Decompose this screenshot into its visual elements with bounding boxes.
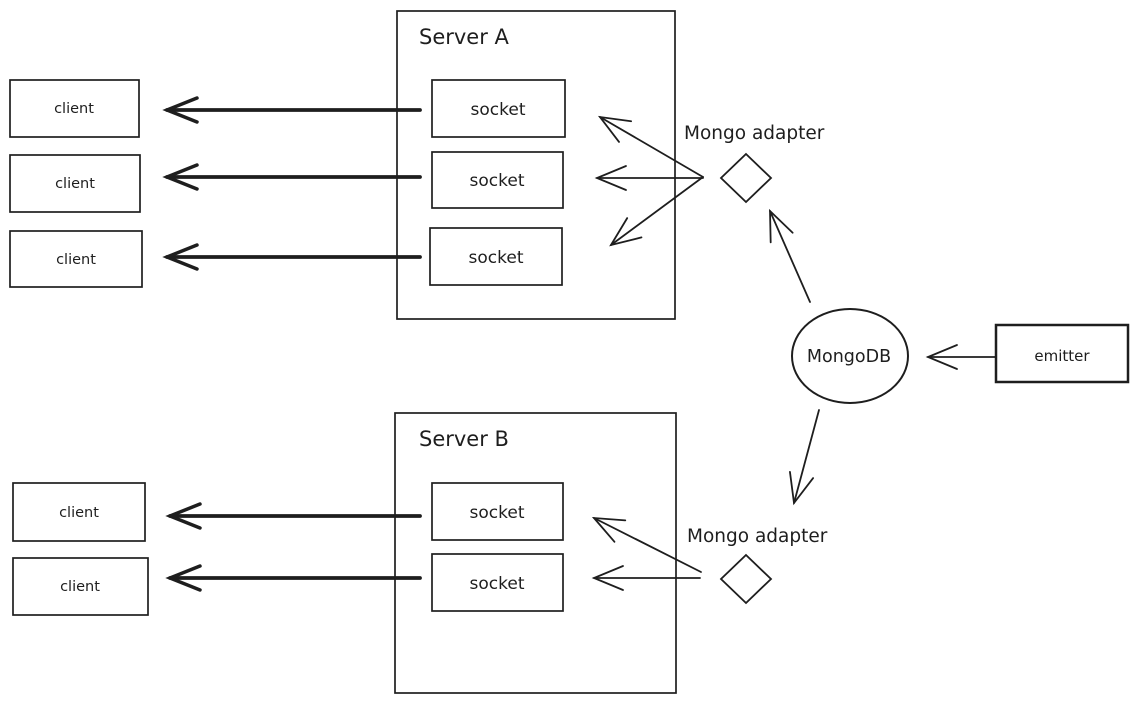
socket-a1-label: socket — [471, 100, 526, 120]
socket-a3-label: socket — [469, 248, 524, 268]
adapter-top-diamond-icon — [719, 152, 773, 204]
server-b-box — [394, 412, 677, 694]
adapter-top-label: Mongo adapter — [684, 123, 825, 144]
adapter-bottom-diamond-icon — [719, 553, 773, 605]
emitter-box — [994, 323, 1130, 384]
mongodb-ellipse — [791, 308, 909, 404]
server-a-group: Server A socket socket socket — [396, 10, 676, 320]
arrow-mongodb-to-adapter-top — [769, 208, 811, 303]
arrow-adapter-top-to-socket-a1 — [597, 115, 704, 178]
client-1-box — [9, 79, 140, 138]
server-b-label: Server B — [419, 427, 509, 451]
socket-b2-box — [431, 553, 564, 612]
client-3-label: client — [56, 252, 96, 268]
arrow-mongodb-to-adapter-bottom — [789, 409, 820, 506]
arrow-adapter-top-to-socket-a3 — [609, 176, 704, 247]
client-2-label: client — [55, 176, 95, 192]
client-3-box — [9, 230, 143, 288]
client-5-label: client — [60, 579, 100, 595]
client-2-box — [9, 154, 141, 213]
arrow-adapter-bottom-to-socket-b1 — [591, 516, 702, 573]
emitter-group: emitter — [994, 323, 1130, 384]
adapter-bottom-label: Mongo adapter — [687, 526, 828, 547]
socket-a2-label: socket — [470, 171, 525, 191]
socket-b1-label: socket — [470, 503, 525, 523]
adapter-bottom-group: Mongo adapter — [687, 526, 828, 605]
socket-a3-box — [429, 227, 563, 286]
clients-bottom-group: client client — [12, 482, 149, 616]
server-a-label: Server A — [419, 25, 510, 49]
client-4-box — [12, 482, 146, 542]
client-4-label: client — [59, 505, 99, 521]
socket-a1-box — [431, 79, 566, 138]
client-1-label: client — [54, 101, 94, 117]
socket-b1-box — [431, 482, 564, 541]
socket-a2-box — [431, 151, 564, 209]
socket-b2-label: socket — [470, 574, 525, 594]
adapter-top-group: Mongo adapter — [684, 123, 825, 204]
clients-top-group: client client client — [9, 79, 143, 288]
mongodb-label: MongoDB — [807, 347, 891, 367]
emitter-label: emitter — [1034, 347, 1090, 365]
server-b-group: Server B socket socket — [394, 412, 677, 694]
mongodb-group: MongoDB — [791, 308, 909, 404]
client-5-box — [12, 557, 149, 616]
